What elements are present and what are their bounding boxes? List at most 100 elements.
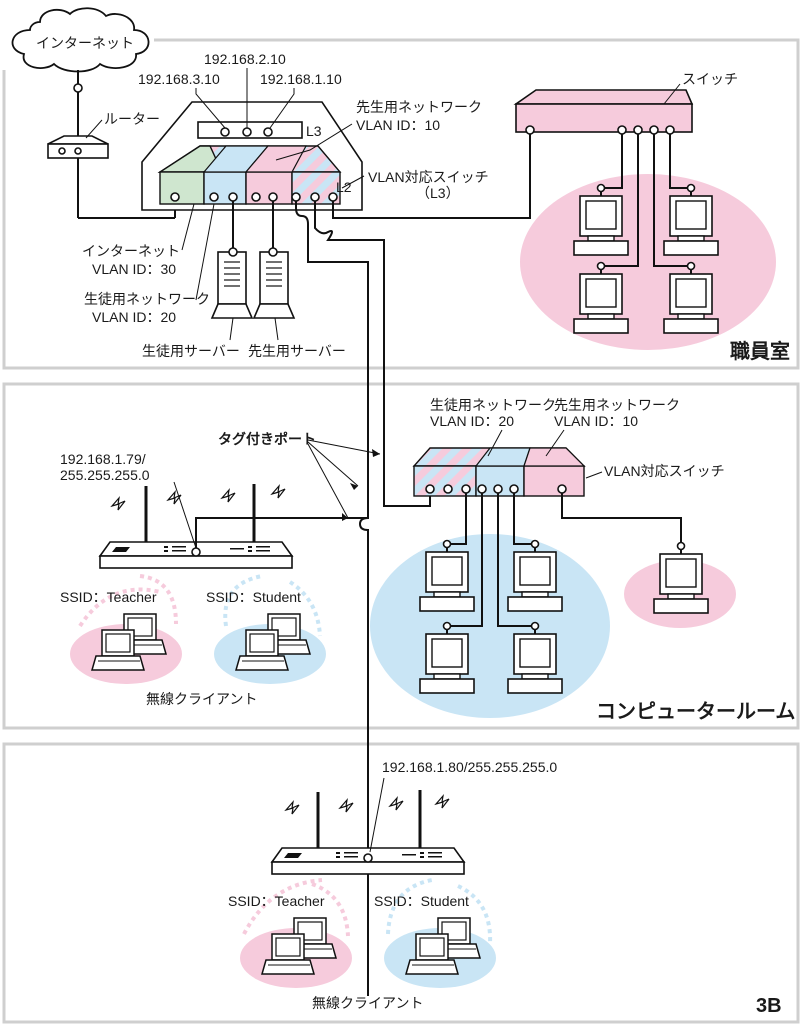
room-pc-1 [419, 551, 475, 612]
tagged-arrow-2 [307, 441, 359, 487]
bottom-panel [2, 742, 800, 1024]
ap1-ssid-teacher-label: SSID：Teacher [60, 589, 157, 605]
staff-room-pc-group [520, 174, 776, 350]
student-net-b-label-2: VLAN ID：20 [430, 413, 514, 429]
ap2-signal-icon-1 [285, 801, 300, 815]
ap1-uplink-wire [195, 517, 368, 548]
ap1-ip-label-1: 192.168.1.79/ [60, 451, 146, 467]
page-tag: 3B [756, 995, 782, 1017]
ap1-teacher-wave-2 [139, 574, 178, 625]
router-icon [47, 135, 109, 159]
room-pc-3 [419, 633, 475, 694]
ap1-student-wave [223, 574, 263, 627]
ap2-teacher-wave-2 [311, 882, 350, 937]
ip-3-10-leader [195, 88, 226, 129]
computer-room-vlan-switch [412, 447, 586, 497]
switch-label: スイッチ [682, 71, 738, 87]
internet-cloud-icon [11, 7, 150, 73]
vlan-switch-b-leader [585, 471, 603, 479]
ap1-ip-label-2: 255.255.255.0 [60, 467, 150, 483]
ap2-signal-icon-2 [339, 799, 354, 813]
staff-pc-1 [573, 195, 629, 256]
ap2-teacher-wave [242, 878, 323, 935]
vlan-switch-l3-label: VLAN対応スイッチ [368, 169, 489, 185]
teacher-server-icon [253, 251, 295, 319]
staff-pc-3 [573, 273, 629, 334]
router-label: ルーター [104, 111, 160, 127]
ap1-student-wave-2 [288, 580, 322, 637]
teacher-vlan-label-1: VLAN ID：10 [356, 117, 440, 133]
teacher-server-leader [274, 317, 279, 341]
staff-room-switch [513, 89, 694, 135]
internet-vlan-label-2: VLAN ID：30 [92, 261, 176, 277]
room-pc-4 [507, 633, 563, 694]
tagged-arrowhead-1 [372, 449, 380, 457]
teacher-room-pc [653, 553, 709, 614]
ip-1-10-label: 192.168.1.10 [260, 71, 342, 87]
computer-room-title: コンピュータールーム [596, 700, 795, 723]
staff-room-panel [2, 38, 800, 370]
internet-vlan-label-1: インターネット [82, 243, 180, 259]
ip-3-10-label: 192.168.3.10 [138, 71, 220, 87]
teacher-net-b-label-1: 先生用ネットワーク [554, 397, 680, 413]
student-server-label: 生徒用サーバー [142, 343, 240, 359]
room-pc-2 [507, 551, 563, 612]
teacher-room-pc-wire [561, 493, 682, 554]
ap1-ip-leader [173, 481, 197, 549]
ap2-ssid-student-label: SSID：Student [374, 893, 469, 909]
trunk-to-computer-switch-wire [314, 201, 431, 507]
tagged-arrow-1 [307, 439, 381, 455]
wireless-clients-label-2: 無線クライアント [312, 995, 423, 1011]
ap2-signal-icon-4 [435, 795, 450, 809]
ap2-student-wave [386, 878, 433, 935]
access-point-1 [99, 484, 293, 569]
student-server-icon [211, 251, 253, 319]
ip-1-10-leader [269, 88, 295, 129]
tagged-port-label: タグ付きポート [218, 431, 316, 447]
student-net-b-leader [487, 429, 503, 457]
vlan-switch-l3-sublabel: （L3） [416, 185, 460, 201]
ap2-ip-label: 192.168.1.80/255.255.255.0 [382, 759, 557, 775]
wireless-clients-label-1: 無線クライアント [146, 691, 257, 707]
staff-room-title: 職員室 [730, 339, 790, 363]
ap2-ssid-teacher-label: SSID：Teacher [228, 893, 325, 909]
internet-cloud-label: インターネット [36, 35, 134, 51]
ap2-signal-icon-3 [389, 797, 404, 811]
teacher-net-b-label-2: VLAN ID：10 [554, 413, 638, 429]
tagged-arrow-3 [307, 443, 349, 519]
l3-label: L3 [306, 123, 322, 139]
ap1-ssid-student-label: SSID：Student [206, 589, 301, 605]
student-net-label-2: VLAN ID：20 [92, 309, 176, 325]
router-leader [85, 119, 103, 139]
cloud-port [73, 83, 83, 93]
student-net-leader [195, 203, 215, 301]
staff-pc-4 [663, 273, 719, 334]
switch-leader [663, 83, 681, 105]
core-to-staff-switch-wire [332, 134, 531, 219]
ap2-student-wave-2 [457, 884, 493, 945]
student-net-label-1: 生徒用ネットワーク [84, 291, 210, 307]
vlan-switch-b-label: VLAN対応スイッチ [604, 463, 725, 479]
tagged-arrowhead-2 [350, 483, 358, 490]
student-server-leader [229, 317, 234, 341]
teacher-server-label: 先生用サーバー [248, 343, 346, 359]
internet-vlan-leader [181, 203, 195, 251]
ap1-signal-icon-1 [111, 497, 126, 511]
teacher-net-label-1: 先生用ネットワーク [356, 99, 482, 115]
trunk-to-ap2-wire [295, 201, 369, 996]
access-point-2 [271, 790, 465, 875]
staff-pc-2 [663, 195, 719, 256]
computer-room-pc-group [370, 534, 610, 718]
vlan-switch-l3-leader [341, 175, 365, 189]
computer-room-panel [2, 382, 800, 730]
ap1-signal-icon-3 [221, 489, 236, 503]
ap2-ip-leader [369, 777, 385, 853]
teacher-net-b-leader [545, 429, 565, 457]
ap1-signal-icon-4 [271, 485, 286, 499]
ip-2-10-label: 192.168.2.10 [204, 51, 286, 67]
ap1-teacher-wave [78, 587, 161, 628]
core-l3-switch [141, 101, 363, 211]
teacher-net-leader [275, 123, 353, 161]
